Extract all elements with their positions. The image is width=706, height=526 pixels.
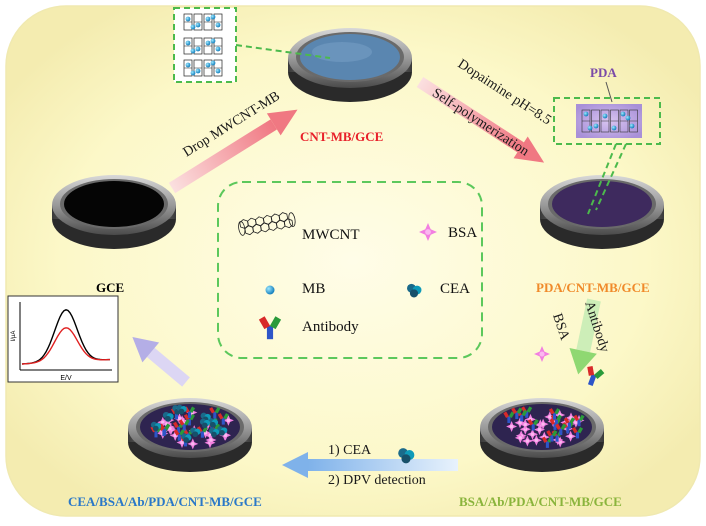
arrow-bsa-ab <box>569 298 601 375</box>
electrode-cea-bsa-ab <box>128 398 252 472</box>
legend-mb-icon <box>265 285 275 295</box>
step-cea: 1) CEA <box>328 443 372 458</box>
pda-inset-pointer-1 <box>595 143 627 211</box>
cnt-inset-box <box>173 7 237 83</box>
pda-inset-box <box>553 97 661 145</box>
legend-bsa-label: BSA <box>448 225 478 241</box>
electrode-pda <box>540 175 664 249</box>
electrode-gce <box>52 175 176 249</box>
cnt-inset-pointer <box>235 44 331 59</box>
electrode-cnt-mb <box>288 28 412 102</box>
label-cnt-mb: CNT-MB/GCE <box>300 129 384 144</box>
pda-inset-pointer-2 <box>587 143 617 215</box>
electrode-bsa-ab <box>480 398 604 472</box>
legend-mwcnt-icon <box>238 212 296 236</box>
pda-inset-nanotubes <box>581 109 638 133</box>
arrow-dopamine <box>416 76 545 163</box>
label-bsa-ab: BSA/Ab/PDA/CNT-MB/GCE <box>459 494 622 509</box>
arrow-dpv <box>132 337 190 387</box>
label-cea-bsa-ab: CEA/BSA/Ab/PDA/CNT-MB/GCE <box>68 494 262 509</box>
pda-tag-line <box>605 81 613 103</box>
dpv-curve-red <box>21 327 111 365</box>
arrow-cea <box>282 452 458 478</box>
step-dpv: 2) DPV detection <box>328 473 426 488</box>
background-panel <box>5 5 701 517</box>
dpv-plot: E/V I/μA <box>7 295 119 383</box>
dpv-xlabel: E/V <box>60 375 72 382</box>
label-pda: PDA/CNT-MB/GCE <box>536 280 650 295</box>
label-gce: GCE <box>96 280 125 295</box>
arrow-drop <box>168 109 298 194</box>
dpv-ylabel: I/μA <box>11 331 17 342</box>
legend-mb-label: MB <box>302 281 326 297</box>
pda-tag: PDA <box>590 65 617 80</box>
legend-mwcnt-label: MWCNT <box>302 227 360 243</box>
cnt-inset-nanotubes <box>183 13 223 77</box>
legend-cea-label: CEA <box>440 281 470 297</box>
legend-antibody-label: Antibody <box>302 319 359 335</box>
legend-box <box>217 181 483 359</box>
